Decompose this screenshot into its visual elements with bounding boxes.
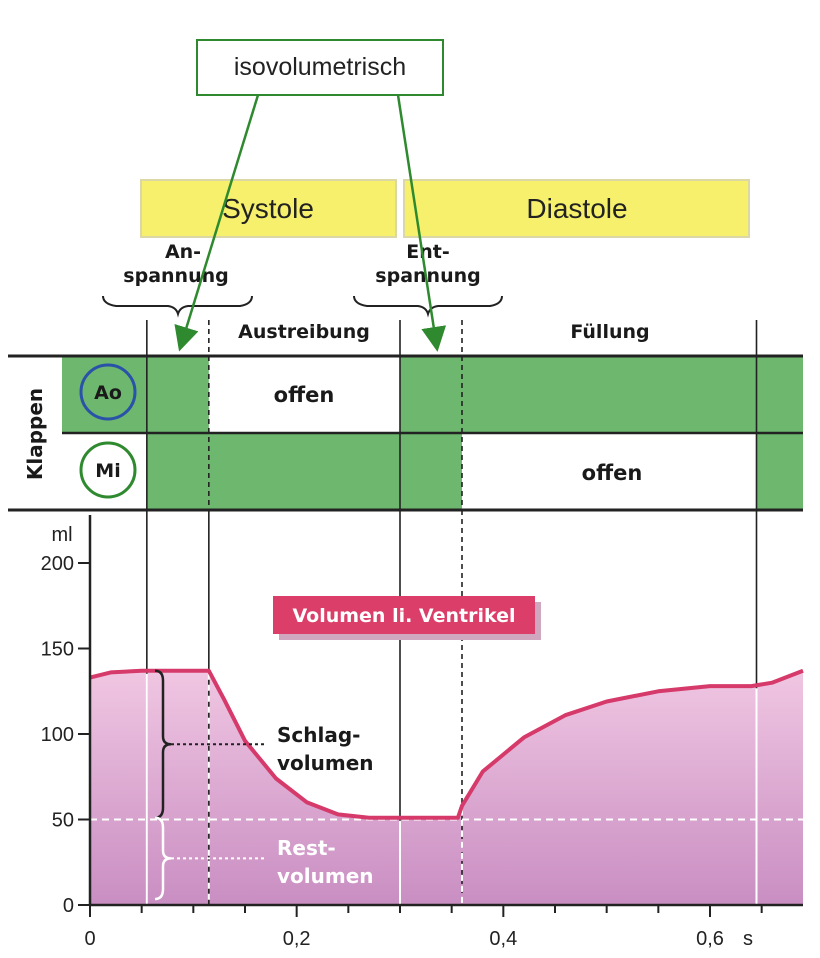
residual-volume-label-0: Rest-	[277, 836, 336, 860]
volume-curve	[89, 668, 804, 820]
entspannung-brace	[353, 295, 503, 318]
entspannung-label-line1: Ent-	[406, 241, 449, 263]
anspannung-brace	[102, 295, 253, 318]
ao-closed-diastole	[400, 356, 803, 433]
y-tick-label-3: 150	[41, 639, 74, 661]
y-tick-label-2: 100	[41, 724, 74, 746]
austreibung-label: Austreibung	[238, 321, 370, 343]
y-unit-label: ml	[51, 524, 72, 546]
mitral-valve-icon	[79, 441, 137, 499]
y-tick-label-4: 200	[41, 553, 74, 575]
callout-arrow-right	[396, 94, 447, 352]
diastole-box	[403, 179, 750, 238]
ao-offen-label: offen	[274, 383, 335, 407]
x-tick-label-0: 0	[84, 928, 95, 950]
aortic-valve-icon	[79, 363, 137, 421]
x-tick-label-2: 0,4	[489, 928, 517, 950]
x-unit-label: s	[743, 928, 753, 950]
anspannung-label-line1: An-	[165, 241, 201, 263]
systole-label: Systole	[222, 193, 314, 224]
chart-title: Volumen li. Ventrikel	[292, 605, 515, 627]
systole-box	[140, 179, 397, 238]
valve-status-panel	[8, 354, 803, 512]
mi-closed-systole	[146, 433, 463, 510]
isovolumetrisch-callout	[196, 39, 444, 96]
residual-volume-label-1: volumen	[277, 864, 374, 888]
klappen-label: Klappen	[23, 388, 47, 480]
mi-label: Mi	[95, 460, 120, 482]
stroke-volume-label-0: Schlag-	[277, 723, 360, 747]
callout-arrow-left	[174, 94, 260, 352]
ao-label: Ao	[94, 382, 122, 404]
entspannung-label-line2: spannung	[375, 265, 480, 287]
chart-title-box	[273, 596, 535, 634]
y-tick-label-1: 50	[52, 810, 74, 832]
volume-area	[90, 670, 803, 905]
anspannung-label-line2: spannung	[123, 265, 228, 287]
diastole-label: Diastole	[526, 193, 627, 224]
fuellung-label: Füllung	[570, 321, 649, 343]
x-tick-label-3: 0,6	[696, 928, 724, 950]
stroke-volume-label-1: volumen	[277, 751, 374, 775]
mi-offen-label: offen	[582, 461, 643, 485]
y-tick-label-0: 0	[63, 895, 74, 917]
isovolumetrisch-label: isovolumetrisch	[234, 53, 406, 81]
ao-closed-anspannung	[146, 356, 209, 433]
mi-closed-end	[756, 433, 803, 510]
x-tick-label-1: 0,2	[283, 928, 311, 950]
